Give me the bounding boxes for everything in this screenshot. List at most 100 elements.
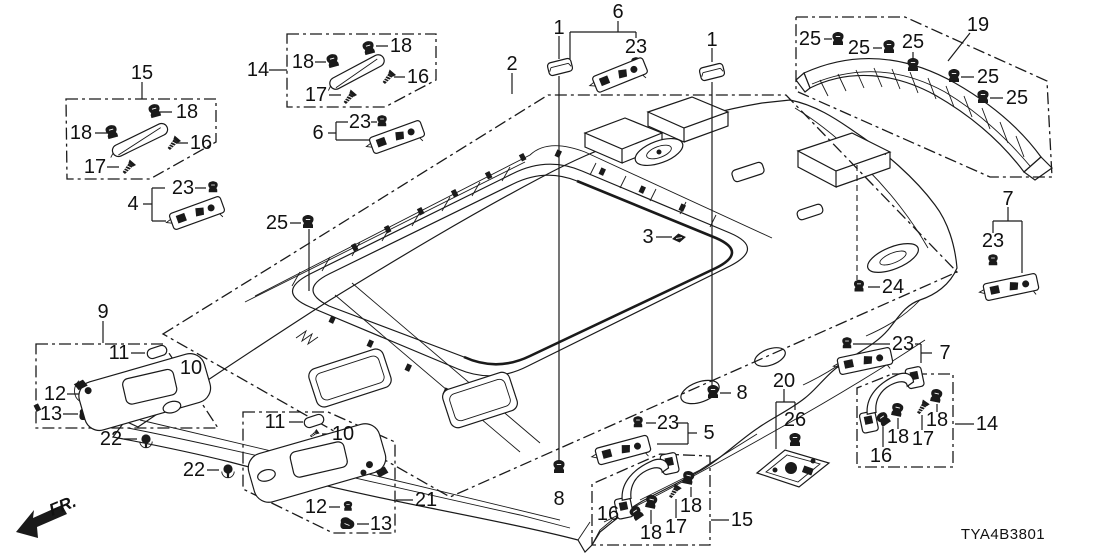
sun-visor-left	[73, 353, 212, 432]
callout-16: 16	[597, 503, 619, 525]
callout-11: 11	[265, 411, 286, 433]
clip-23-icon	[207, 180, 219, 193]
clip-18-icon	[104, 123, 120, 140]
clip-23-icon	[841, 336, 853, 349]
callout-25: 25	[977, 66, 999, 88]
lamp-7-icon	[831, 346, 895, 381]
callout-1: 1	[706, 29, 717, 51]
callout-16: 16	[407, 66, 429, 88]
lamp-7-icon	[977, 272, 1041, 307]
grommet-22-icon	[221, 463, 235, 479]
foam-block-details	[583, 96, 892, 188]
callout-14: 14	[247, 59, 269, 81]
callout-22: 22	[100, 428, 122, 450]
callout-6: 6	[612, 1, 623, 23]
screw-16-icon	[165, 135, 182, 153]
clip-8-icon	[552, 459, 566, 474]
pad-1-icon	[698, 62, 726, 82]
diagram-code: TYA4B3801	[961, 526, 1045, 543]
callout-11: 11	[109, 342, 130, 364]
screw-16-icon	[380, 69, 397, 87]
clip-18-icon	[361, 39, 377, 56]
callout-5: 5	[703, 422, 714, 444]
clip-26-icon	[788, 432, 802, 447]
callout-18: 18	[176, 101, 198, 123]
leader-lines	[63, 21, 1023, 525]
callout-7: 7	[1002, 188, 1013, 210]
lamp-6-icon	[586, 56, 651, 100]
callout-10: 10	[332, 423, 354, 445]
callout-18: 18	[70, 122, 92, 144]
callout-23: 23	[625, 36, 647, 58]
grab-handle-14r-icon	[851, 365, 933, 435]
grommet-22-icon	[139, 433, 153, 449]
callout-22: 22	[183, 459, 205, 481]
callout-12: 12	[44, 383, 66, 405]
clip-25-icon	[947, 68, 961, 83]
callout-1: 1	[553, 17, 564, 39]
callout-25: 25	[902, 31, 924, 53]
detached-parts	[73, 31, 1041, 530]
callout-2: 2	[506, 53, 517, 75]
box-2-headliner	[161, 94, 959, 498]
fr-label: FR.	[46, 492, 79, 520]
callout-17: 17	[665, 516, 687, 538]
screw-17-icon	[120, 159, 137, 177]
grab-handle-15-icon	[106, 120, 171, 161]
callout-26: 26	[784, 409, 806, 431]
callout-18: 18	[680, 495, 702, 517]
callout-16: 16	[870, 445, 892, 467]
callout-17: 17	[305, 84, 327, 106]
callout-9: 9	[97, 301, 108, 323]
clip-18-icon	[890, 401, 905, 418]
callout-3: 3	[642, 226, 653, 248]
lamp-4-icon	[163, 195, 228, 237]
callout-15: 15	[731, 509, 753, 531]
callout-23: 23	[982, 230, 1004, 252]
callout-23: 23	[657, 412, 679, 434]
clip-18-icon	[325, 52, 341, 69]
rear-roof-panel-drawing	[795, 57, 1053, 181]
clip-8-icon	[706, 384, 720, 399]
lamp-opening-rings	[634, 137, 919, 273]
fr-arrow-icon	[16, 505, 67, 538]
callout-25: 25	[799, 28, 821, 50]
callout-24: 24	[882, 276, 904, 298]
hook-13-icon	[339, 516, 355, 530]
callout-10: 10	[180, 357, 202, 379]
clip-12-icon	[343, 500, 353, 512]
clip-23-icon	[987, 253, 999, 266]
clip-25-icon	[831, 31, 845, 46]
sun-visor-right	[247, 423, 389, 503]
small-opening-details	[680, 161, 824, 405]
pad-1-icon	[546, 57, 574, 77]
callout-13: 13	[370, 513, 392, 535]
box-9-visor-left	[35, 343, 220, 429]
callout-18: 18	[292, 51, 314, 73]
callout-18: 18	[390, 35, 412, 57]
lamp-6-icon	[363, 119, 428, 161]
callout-15: 15	[131, 62, 153, 84]
box-19-rear-panel	[795, 16, 1053, 178]
callout-18: 18	[640, 522, 662, 544]
callout-17: 17	[912, 428, 934, 450]
callout-12: 12	[305, 496, 327, 518]
callout-25: 25	[266, 212, 288, 234]
box-21-visor-right	[242, 411, 396, 534]
box-15-bottom	[591, 453, 711, 546]
callout-4: 4	[127, 193, 138, 215]
front-console-openings	[308, 348, 518, 429]
callout-25: 25	[848, 37, 870, 59]
callout-20: 20	[773, 370, 795, 392]
headliner-outline	[111, 99, 958, 553]
callout-25: 25	[1006, 87, 1028, 109]
callout-19: 19	[967, 14, 989, 36]
box-14-top	[286, 33, 437, 108]
callout-18: 18	[926, 409, 948, 431]
headliner-drawing	[33, 96, 958, 553]
callout-17: 17	[84, 156, 106, 178]
clip-18-icon	[147, 102, 163, 119]
clip-25-icon	[906, 57, 920, 72]
callout-8: 8	[553, 488, 564, 510]
